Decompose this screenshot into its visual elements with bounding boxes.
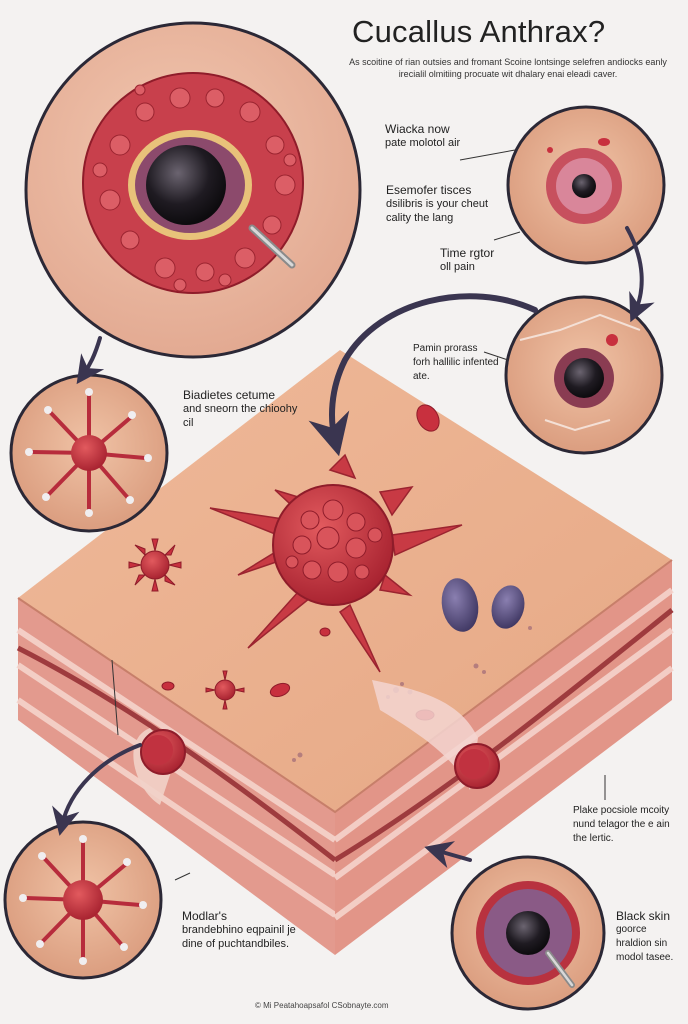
label-blackskin: Black skin goorce hraldion sin modol tas… xyxy=(616,909,684,965)
magnified-lesion-circle xyxy=(24,21,362,359)
footer-credit: © Mi Peatahoapsafol CSobnayte.com xyxy=(255,1001,389,1010)
label-modlars: Modlar's brandebhino eqpainil je dine of… xyxy=(182,909,297,951)
spread-circle xyxy=(9,373,169,533)
label-plake: Plake pocsiole mcoity nund telagor the e… xyxy=(573,804,681,846)
label-pamin-body: forh hallilic infented ate. xyxy=(413,357,499,382)
page-subtitle: As scoitine of rian outsies and fromant … xyxy=(349,57,667,79)
label-modlars-body: brandebhino eqpainil je dine of puchtand… xyxy=(182,924,296,950)
early-stage-circle xyxy=(506,105,666,265)
label-time-head: Time rgtor xyxy=(440,246,495,260)
label-biadietes-head: Biadietes cetume xyxy=(183,388,276,402)
black-skin-circle xyxy=(450,855,606,1011)
label-wiacka-head: Wiacka now xyxy=(385,122,450,136)
label-pamin-head: Pamin prorass xyxy=(413,343,478,354)
leader-lines xyxy=(111,149,606,881)
cross-section-nodules xyxy=(133,728,500,805)
label-wiacka-body: pate molotol air xyxy=(385,137,461,149)
label-plake-body: nund telagor the e ain the lertic. xyxy=(573,819,670,844)
label-esemofer-body: dsilibris is your cheut cality the lang xyxy=(386,198,489,224)
label-time: Time rgtor oll pain xyxy=(440,246,520,274)
tissue-circle xyxy=(3,820,163,980)
label-modlars-head: Modlar's xyxy=(182,909,227,923)
label-wiacka: Wiacka now pate molotol air xyxy=(385,122,515,150)
label-biadietes-body: and sneorn the chioohy cil xyxy=(183,403,298,429)
label-plake-head: Plake pocsiole mcoity xyxy=(573,805,670,816)
label-pamin: Pamin prorass forh hallilic infented ate… xyxy=(413,342,503,384)
label-blackskin-head: Black skin xyxy=(616,909,671,923)
arrows xyxy=(52,226,655,869)
page-title: Cucallus Anthrax? xyxy=(352,14,606,49)
surface-spots xyxy=(128,404,440,721)
spores xyxy=(441,578,525,632)
label-esemofer-head: Esemofer tisces xyxy=(386,183,472,197)
central-lesion xyxy=(209,453,463,673)
label-blackskin-body: goorce hraldion sin modol tasee. xyxy=(616,924,674,963)
infection-channel xyxy=(372,680,478,790)
progression-circle xyxy=(504,295,664,455)
label-esemofer: Esemofer tisces dsilibris is your cheut … xyxy=(386,183,498,225)
label-biadietes: Biadietes cetume and sneorn the chioohy … xyxy=(183,388,298,430)
label-time-body: oll pain xyxy=(440,261,475,273)
